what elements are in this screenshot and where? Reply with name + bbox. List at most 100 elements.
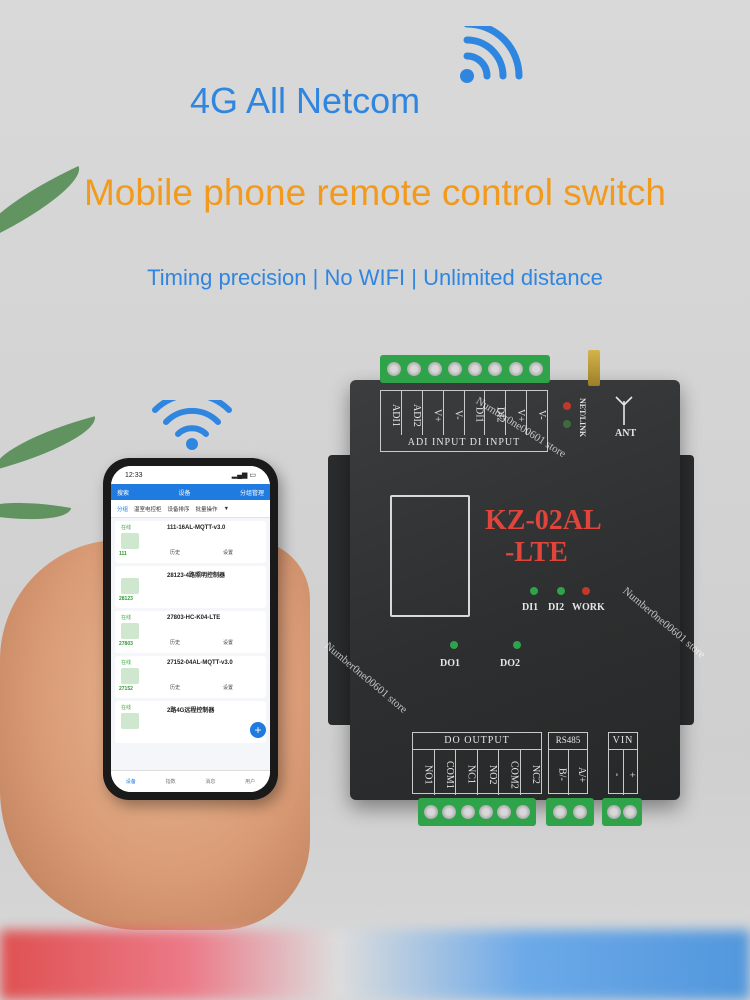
di2-label: DI2 — [548, 602, 565, 613]
device-list-item[interactable]: 28123 28123-4路照明控制器 — [115, 566, 266, 608]
input-terminal-label: V+ — [506, 391, 528, 435]
headline-tagline: Timing precision | No WIFI | Unlimited d… — [147, 265, 603, 290]
output-terminal-block — [418, 798, 536, 826]
headline-subtitle: Mobile phone remote control switch — [83, 172, 666, 213]
input-terminal-label: V- — [444, 391, 465, 435]
net-led — [563, 402, 571, 410]
device-name: 28123-4路照明控制器 — [167, 573, 226, 579]
output-terminal-label: NC1 — [456, 750, 478, 795]
di2-led — [557, 587, 565, 595]
wifi-icon — [152, 400, 232, 450]
output-terminal-label: NO1 — [413, 750, 435, 795]
device-id: 27803 — [119, 641, 133, 647]
input-terminal-label: V- — [536, 410, 547, 420]
device-name: 27803-HC-K04-LTE — [167, 615, 221, 621]
work-label: WORK — [572, 602, 605, 613]
group-manage-button[interactable]: 分组管理 — [239, 490, 264, 497]
tab-user[interactable]: 用户 — [245, 779, 256, 785]
tab-devices[interactable]: 设备 — [125, 779, 136, 785]
do2-label: DO2 — [500, 658, 520, 669]
display-window — [390, 495, 470, 617]
filter-label[interactable]: 温室电控柜 — [134, 506, 162, 513]
tab-index[interactable]: 指数 — [165, 779, 176, 785]
phone-screen: 12:33 ▂▄▆ ▭ 搜索 设备 分组管理 分组 温室电控柜 设备排序 批量操… — [111, 466, 270, 792]
device-id: 111 — [119, 551, 127, 557]
input-terminal-label: DI2 — [485, 391, 507, 435]
netlink-label: NET/LINK — [578, 398, 587, 438]
group-button[interactable]: 分组 — [117, 506, 129, 513]
do2-led — [513, 641, 521, 649]
add-device-button[interactable]: + — [250, 722, 266, 738]
rs485-terminal-block — [546, 798, 594, 826]
smartphone: 12:33 ▂▄▆ ▭ 搜索 设备 分组管理 分组 温室电控柜 设备排序 批量操… — [103, 458, 278, 800]
status-time: 12:33 — [125, 471, 143, 479]
di1-label: DI1 — [522, 602, 539, 613]
rs485-caption: RS485 — [555, 735, 581, 745]
antenna-icon — [615, 396, 633, 425]
device-name: 2路4G远程控制器 — [167, 708, 215, 714]
vin-caption: VIN — [612, 735, 634, 746]
tab-messages[interactable]: 消息 — [205, 779, 216, 785]
search-button[interactable]: 搜索 — [117, 490, 130, 497]
filter-bar: 分组 温室电控柜 设备排序 批量操作 ▼ — [111, 500, 270, 518]
settings-button[interactable]: 设置 — [223, 685, 234, 691]
headline-title: 4G All Netcom — [190, 80, 421, 121]
device-id: 28123 — [119, 596, 133, 602]
ant-label: ANT — [615, 428, 637, 439]
device-name: 111-16AL-MQTT-v3.0 — [167, 525, 226, 531]
signal-icon: ▂▄▆ ▭ — [231, 472, 256, 479]
device-list: 在线 111 111-16AL-MQTT-v3.0 历史 设置 28123 28… — [111, 521, 270, 743]
device-id: 27152 — [119, 686, 133, 692]
work-led — [582, 587, 590, 595]
vin-terminal-label: - — [609, 750, 624, 795]
vin-terminal-label: + — [626, 771, 637, 778]
do1-led — [450, 641, 458, 649]
chevron-down-icon[interactable]: ▼ — [223, 505, 230, 512]
rs485-terminal-label: B/- — [549, 750, 569, 795]
history-button[interactable]: 历史 — [170, 685, 181, 691]
online-status: 在线 — [121, 660, 132, 666]
history-button[interactable]: 历史 — [170, 550, 181, 556]
page-title: 设备 — [178, 490, 191, 497]
app-header: 搜索 设备 分组管理 — [111, 484, 270, 500]
device-name: 27152-04AL-MQTT-v3.0 — [167, 660, 233, 666]
device-thumbnail-icon — [121, 623, 139, 639]
device-list-item[interactable]: 在线 111 111-16AL-MQTT-v3.0 历史 设置 — [115, 521, 266, 563]
settings-button[interactable]: 设置 — [223, 640, 234, 646]
online-status: 在线 — [121, 705, 132, 711]
sort-button[interactable]: 设备排序 — [167, 506, 190, 513]
batch-button[interactable]: 批量操作 — [195, 506, 218, 513]
output-caption: DO OUTPUT — [444, 735, 510, 746]
model-name: KZ-02AL -LTE — [485, 505, 602, 569]
online-status: 在线 — [121, 525, 132, 531]
plant-leaf — [0, 416, 102, 470]
output-terminal-label: NO2 — [478, 750, 499, 795]
di1-led — [530, 587, 538, 595]
rs485-label-box: RS485 B/-A/+ — [548, 732, 588, 795]
input-caption: ADI INPUT DI INPUT — [407, 437, 521, 448]
output-terminal-label: COM1 — [435, 750, 456, 795]
bottom-nav: 设备 指数 消息 用户 — [111, 770, 270, 792]
device-thumbnail-icon — [121, 668, 139, 684]
model-line-1: KZ-02AL — [485, 505, 602, 536]
vin-label-box: VIN -+ — [608, 732, 638, 795]
link-led — [563, 420, 571, 428]
online-status: 在线 — [121, 615, 132, 621]
status-bar: 12:33 ▂▄▆ ▭ — [111, 466, 270, 484]
output-terminal-label: COM2 — [499, 750, 521, 795]
output-terminal-label: NC2 — [530, 765, 541, 784]
input-terminal-label: DI1 — [465, 391, 486, 435]
settings-button[interactable]: 设置 — [223, 550, 234, 556]
model-line-2: -LTE — [505, 537, 568, 568]
device-list-item[interactable]: 在线 27803 27803-HC-K04-LTE 历史 设置 — [115, 611, 266, 653]
device-list-item[interactable]: 在线 27152 27152-04AL-MQTT-v3.0 历史 设置 — [115, 656, 266, 698]
device-thumbnail-icon — [121, 578, 139, 594]
device-list-item[interactable]: 在线 2路4G远程控制器 — [115, 701, 266, 743]
history-button[interactable]: 历史 — [170, 640, 181, 646]
bottom-color-band — [0, 930, 750, 1000]
wifi-icon — [460, 26, 523, 83]
input-terminal-label: ADI2 — [402, 391, 423, 435]
